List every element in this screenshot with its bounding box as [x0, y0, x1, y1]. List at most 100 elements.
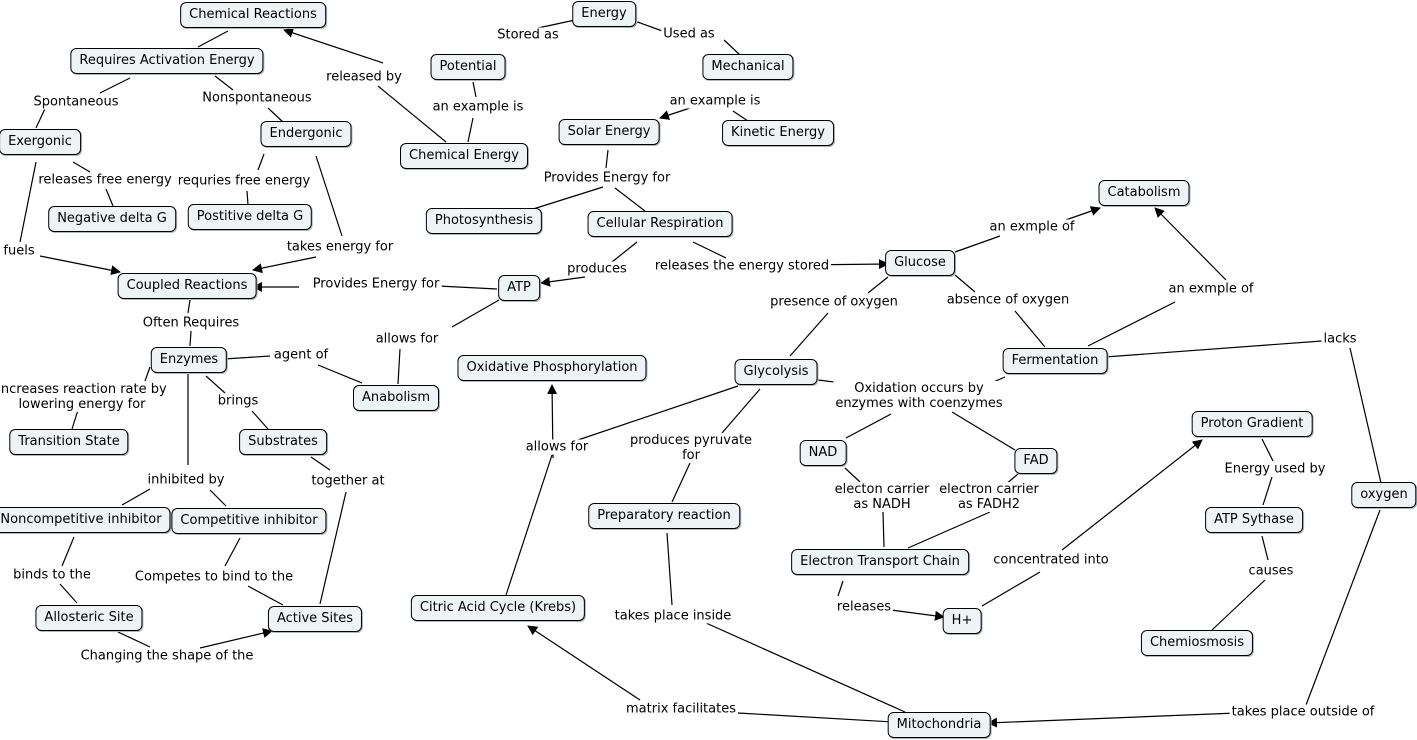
connector-line-47: [144, 366, 151, 382]
link-electron-carrier-fadh2: electron carrier as FADH2: [937, 482, 1041, 512]
link-oxidation-occurs: Oxidation occurs by enzymes with coenzym…: [833, 381, 1005, 411]
concept-active-sites[interactable]: Active Sites: [267, 606, 363, 632]
connector-line-5: [377, 85, 447, 143]
connector-line-84: [199, 628, 273, 649]
concept-photosynthesis[interactable]: Photosynthesis: [425, 208, 543, 234]
link-together-at: together at: [309, 473, 387, 489]
concept-allosteric-site[interactable]: Allosteric Site: [35, 605, 143, 631]
connector-line-35: [954, 274, 976, 293]
link-changing-the-shape: Changing the shape of the: [78, 648, 256, 664]
concept-nad[interactable]: NAD: [799, 440, 847, 466]
concept-citric-acid-cycle[interactable]: Citric Acid Cycle (Krebs): [410, 595, 586, 621]
connector-line-10: [99, 77, 131, 94]
connector-line-64: [209, 489, 227, 507]
concept-glycolysis[interactable]: Glycolysis: [734, 359, 818, 385]
link-an-example-is-mechanical: an example is: [667, 93, 763, 109]
link-used-as: Used as: [661, 26, 717, 42]
connector-line-57: [505, 454, 553, 596]
concept-h-plus[interactable]: H+: [942, 608, 982, 634]
concept-cellular-respiration[interactable]: Cellular Respiration: [587, 211, 733, 237]
link-concentrated-into: concentrated into: [991, 552, 1111, 568]
link-often-requires: Often Requires: [140, 315, 242, 331]
connector-line-83: [117, 631, 151, 648]
connector-line-19: [529, 186, 604, 211]
concept-glucose[interactable]: Glucose: [885, 250, 955, 276]
connector-line-60: [1261, 438, 1274, 462]
link-an-example-is-potential: an example is: [430, 99, 526, 115]
link-competes-to-bind: Competes to bind to the: [132, 569, 296, 585]
concept-solar-energy[interactable]: Solar Energy: [558, 119, 660, 145]
connector-line-72: [1211, 579, 1266, 631]
concept-chemical-energy[interactable]: Chemical Energy: [400, 143, 528, 169]
connector-line-55: [577, 385, 739, 441]
concept-mechanical[interactable]: Mechanical: [702, 54, 794, 80]
concept-enzymes[interactable]: Enzymes: [150, 347, 228, 373]
link-produces-pyruvate-for: produces pyruvate for: [627, 433, 755, 463]
connector-line-6: [472, 81, 477, 98]
link-fuels: fuels: [1, 243, 37, 259]
concept-proton-gradient[interactable]: Proton Gradient: [1191, 411, 1313, 437]
connector-line-49: [205, 375, 226, 394]
connector-line-82: [705, 622, 906, 713]
concept-transition-state[interactable]: Transition State: [9, 429, 129, 455]
connector-line-34: [789, 312, 829, 357]
concept-anabolism[interactable]: Anabolism: [353, 385, 439, 411]
concept-mitochondria[interactable]: Mitochondria: [887, 712, 991, 738]
connector-line-23: [315, 155, 343, 237]
concept-preparatory-reaction[interactable]: Preparatory reaction: [588, 503, 740, 529]
connector-line-43: [451, 299, 500, 328]
link-releases-h: releases: [834, 599, 894, 615]
concept-potential[interactable]: Potential: [430, 54, 506, 80]
connector-line-11: [214, 75, 234, 91]
concept-negative-delta-g[interactable]: Negative delta G: [48, 206, 176, 232]
connector-line-78: [247, 585, 284, 606]
concept-coupled-reactions[interactable]: Coupled Reactions: [117, 273, 257, 299]
connector-line-0: [197, 30, 229, 48]
connector-line-14: [72, 161, 91, 173]
connector-line-68: [907, 511, 991, 549]
concept-kinetic-energy[interactable]: Kinetic Energy: [722, 120, 834, 146]
connector-line-54: [951, 411, 1016, 451]
concept-positive-delta-g[interactable]: Postitive delta G: [187, 204, 313, 230]
concept-requires-activation-energy[interactable]: Requires Activation Energy: [70, 48, 264, 74]
concept-atp-synthase[interactable]: ATP Sythase: [1205, 507, 1303, 533]
concept-substrates[interactable]: Substrates: [239, 429, 327, 455]
concept-chemiosmosis[interactable]: Chemiosmosis: [1140, 630, 1254, 656]
link-produces: produces: [565, 261, 629, 277]
link-allows-for-krebs: allows for: [523, 439, 591, 455]
link-electron-carrier-nadh: electon carrier as NADH: [832, 482, 932, 512]
link-brings: brings: [215, 393, 261, 409]
connector-line-63: [121, 488, 151, 506]
concept-noncompetitive-inhibitor[interactable]: Noncompetitive inhibitor: [0, 507, 171, 533]
link-requires-free-energy: requries free energy: [175, 173, 313, 189]
connector-line-61: [1262, 476, 1273, 506]
connector-line-9: [732, 110, 749, 122]
connector-line-46: [317, 364, 363, 384]
connector-line-32: [437, 285, 498, 290]
connector-line-18: [605, 149, 609, 169]
concept-energy[interactable]: Energy: [572, 1, 636, 27]
connector-line-59: [671, 462, 691, 503]
link-energy-used-by: Energy used by: [1222, 461, 1328, 477]
link-matrix-facilitates: matrix facilitates: [624, 701, 738, 717]
link-releases-the-energy-stored: releases the energy stored: [652, 258, 832, 274]
link-an-example-of-glucose: an exmple of: [987, 219, 1077, 235]
concept-fad[interactable]: FAD: [1014, 448, 1058, 474]
concept-competitive-inhibitor[interactable]: Competitive inhibitor: [171, 508, 327, 534]
connector-line-41: [187, 299, 191, 314]
concept-exergonic[interactable]: Exergonic: [0, 129, 81, 155]
concept-fermentation[interactable]: Fermentation: [1002, 348, 1108, 374]
concept-endergonic[interactable]: Endergonic: [260, 121, 352, 147]
link-inhibited-by: inhibited by: [145, 472, 227, 488]
concept-oxygen[interactable]: oxygen: [1351, 482, 1417, 508]
connector-line-7: [467, 117, 474, 143]
concept-chemical-reactions[interactable]: Chemical Reactions: [180, 2, 326, 28]
concept-atp[interactable]: ATP: [498, 275, 540, 301]
connector-line-33: [867, 276, 889, 294]
concept-electron-transport-chain[interactable]: Electron Transport Chain: [791, 549, 969, 575]
concept-oxidative-phosphorylation[interactable]: Oxidative Phosphorylation: [457, 355, 647, 381]
concept-catabolism[interactable]: Catabolism: [1098, 180, 1190, 206]
connector-line-16: [257, 153, 265, 171]
connector-line-20: [614, 187, 646, 212]
